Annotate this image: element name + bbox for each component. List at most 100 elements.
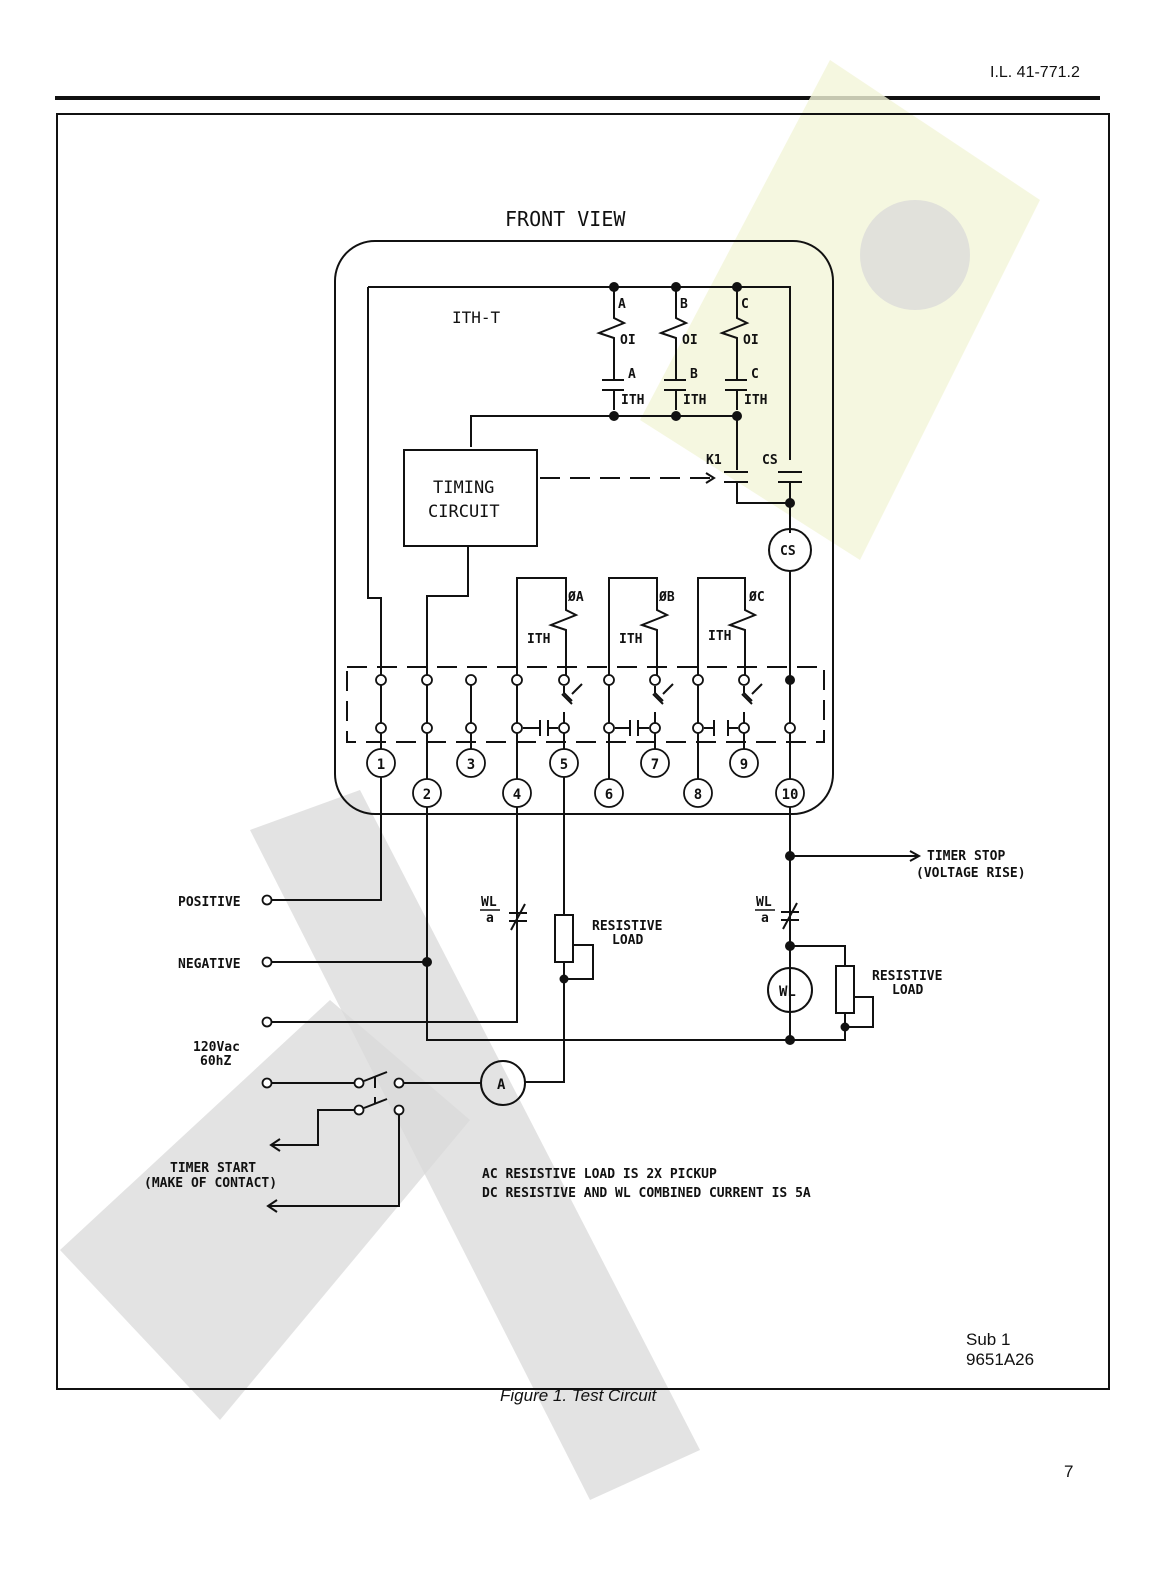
- terminal-switches: [380, 680, 791, 736]
- terminal-contact: [692, 722, 704, 734]
- note-2: DC RESISTIVE AND WL COMBINED CURRENT IS …: [482, 1186, 811, 1201]
- svg-text:OI: OI: [682, 333, 698, 348]
- timing-circuit-label-1: TIMING: [433, 478, 494, 498]
- svg-text:OI: OI: [743, 333, 759, 348]
- terminal-number: 2: [423, 787, 431, 803]
- terminal-block-outline: [346, 666, 825, 743]
- svg-text:ITH: ITH: [619, 632, 642, 647]
- terminal-4: 4: [502, 778, 532, 808]
- svg-text:ITH: ITH: [527, 632, 550, 647]
- terminal-8: 8: [683, 778, 713, 808]
- ith-contact-b: B ITH: [664, 367, 706, 410]
- wl-a-contact-left: WL a: [480, 895, 527, 931]
- terminal-contact: [738, 722, 750, 734]
- page-number: 7: [1064, 1462, 1074, 1481]
- negative-label: NEGATIVE: [178, 957, 241, 972]
- terminal-1: 1: [366, 748, 396, 778]
- svg-text:A: A: [618, 297, 626, 312]
- svg-text:A: A: [497, 1077, 506, 1093]
- terminal-contact: [785, 675, 795, 685]
- terminal-contact: [692, 674, 704, 686]
- svg-text:CS: CS: [780, 544, 796, 559]
- terminal-numbers: 1 2 3 4 5 6 7 8 9 10: [366, 748, 805, 808]
- terminal-number: 1: [377, 757, 385, 773]
- svg-text:WL: WL: [779, 984, 796, 1000]
- terminal-contact: [558, 722, 570, 734]
- svg-text:B: B: [690, 367, 698, 382]
- terminal-contact: [421, 674, 433, 686]
- figure-caption: Figure 1. Test Circuit: [500, 1386, 657, 1405]
- svg-text:ØC: ØC: [748, 590, 765, 605]
- svg-text:ØB: ØB: [658, 590, 675, 605]
- svg-text:C: C: [741, 297, 749, 312]
- svg-text:ØA: ØA: [567, 590, 584, 605]
- terminal-10: 10: [775, 778, 805, 808]
- watermark: [60, 60, 1040, 1500]
- ammeter: A: [480, 1060, 526, 1106]
- terminal-contact: [603, 674, 615, 686]
- svg-text:RESISTIVE: RESISTIVE: [872, 969, 942, 984]
- terminal-contact: [649, 722, 661, 734]
- relay-type-label: ITH-T: [452, 308, 501, 327]
- svg-text:OI: OI: [620, 333, 636, 348]
- terminal-6: 6: [594, 778, 624, 808]
- header-rule: [55, 96, 1100, 100]
- terminal-number: 5: [560, 757, 568, 773]
- terminal-contact: [511, 674, 523, 686]
- terminal-contacts: [375, 674, 796, 779]
- terminal-3: 3: [456, 748, 486, 778]
- terminal-number: 4: [513, 787, 521, 803]
- k1-contact: K1: [706, 453, 790, 504]
- svg-text:a: a: [761, 911, 769, 926]
- oi-coil-a: A OI: [596, 287, 636, 380]
- terminal-contact: [375, 674, 387, 686]
- svg-text:WL: WL: [481, 895, 497, 910]
- svg-text:B: B: [680, 297, 688, 312]
- svg-text:a: a: [486, 911, 494, 926]
- svg-text:K1: K1: [706, 453, 722, 468]
- terminal-contact: [465, 722, 477, 734]
- svg-text:A: A: [628, 367, 636, 382]
- ith-contact-a: A ITH: [602, 367, 644, 410]
- ith-contact-c: C ITH: [725, 367, 767, 410]
- oi-coil-c: C OI: [719, 287, 759, 380]
- terminal-9: 9: [729, 748, 759, 778]
- terminal-number: 10: [782, 787, 799, 803]
- ac-source-label-2: 60hZ: [200, 1054, 231, 1069]
- terminal-2: 2: [412, 778, 442, 808]
- relay-case: [334, 240, 834, 815]
- svg-text:C: C: [751, 367, 759, 382]
- svg-text:ITH: ITH: [708, 629, 731, 644]
- positive-label: POSITIVE: [178, 895, 241, 910]
- svg-text:WL: WL: [756, 895, 772, 910]
- ith-coil-phase-b: ØB ITH: [608, 577, 675, 680]
- svg-text:RESISTIVE: RESISTIVE: [592, 919, 662, 934]
- terminal-number: 8: [694, 787, 702, 803]
- terminal-contact: [603, 722, 615, 734]
- drawing-number-block: Sub 1 9651A26: [966, 1330, 1034, 1370]
- resistive-load-left: RESISTIVE LOAD: [525, 914, 662, 1083]
- terminal-contact: [421, 722, 433, 734]
- wl-coil: WL: [767, 967, 813, 1013]
- timer-start-label-1: TIMER START: [170, 1161, 256, 1176]
- ith-coil-phase-c: ØC ITH: [697, 577, 765, 680]
- test-switch: [353, 1071, 405, 1116]
- drawing-number: 9651A26: [966, 1350, 1035, 1369]
- svg-text:LOAD: LOAD: [892, 983, 923, 998]
- terminal-contact: [649, 674, 661, 686]
- oi-coil-b: B OI: [658, 287, 698, 380]
- svg-text:LOAD: LOAD: [612, 933, 643, 948]
- ac-source-label-1: 120Vac: [193, 1040, 240, 1055]
- document-id: I.L. 41-771.2: [990, 64, 1080, 81]
- terminal-number: 6: [605, 787, 613, 803]
- timer-start-label-2: (MAKE OF CONTACT): [144, 1176, 277, 1191]
- terminal-contact: [465, 674, 477, 686]
- terminal-number: 9: [740, 757, 748, 773]
- terminal-contact: [375, 722, 387, 734]
- terminal-number: 7: [651, 757, 659, 773]
- note-1: AC RESISTIVE LOAD IS 2X PICKUP: [482, 1167, 717, 1182]
- terminal-contact: [784, 722, 796, 734]
- terminal-contact: [511, 722, 523, 734]
- timing-circuit-label-2: CIRCUIT: [428, 502, 500, 522]
